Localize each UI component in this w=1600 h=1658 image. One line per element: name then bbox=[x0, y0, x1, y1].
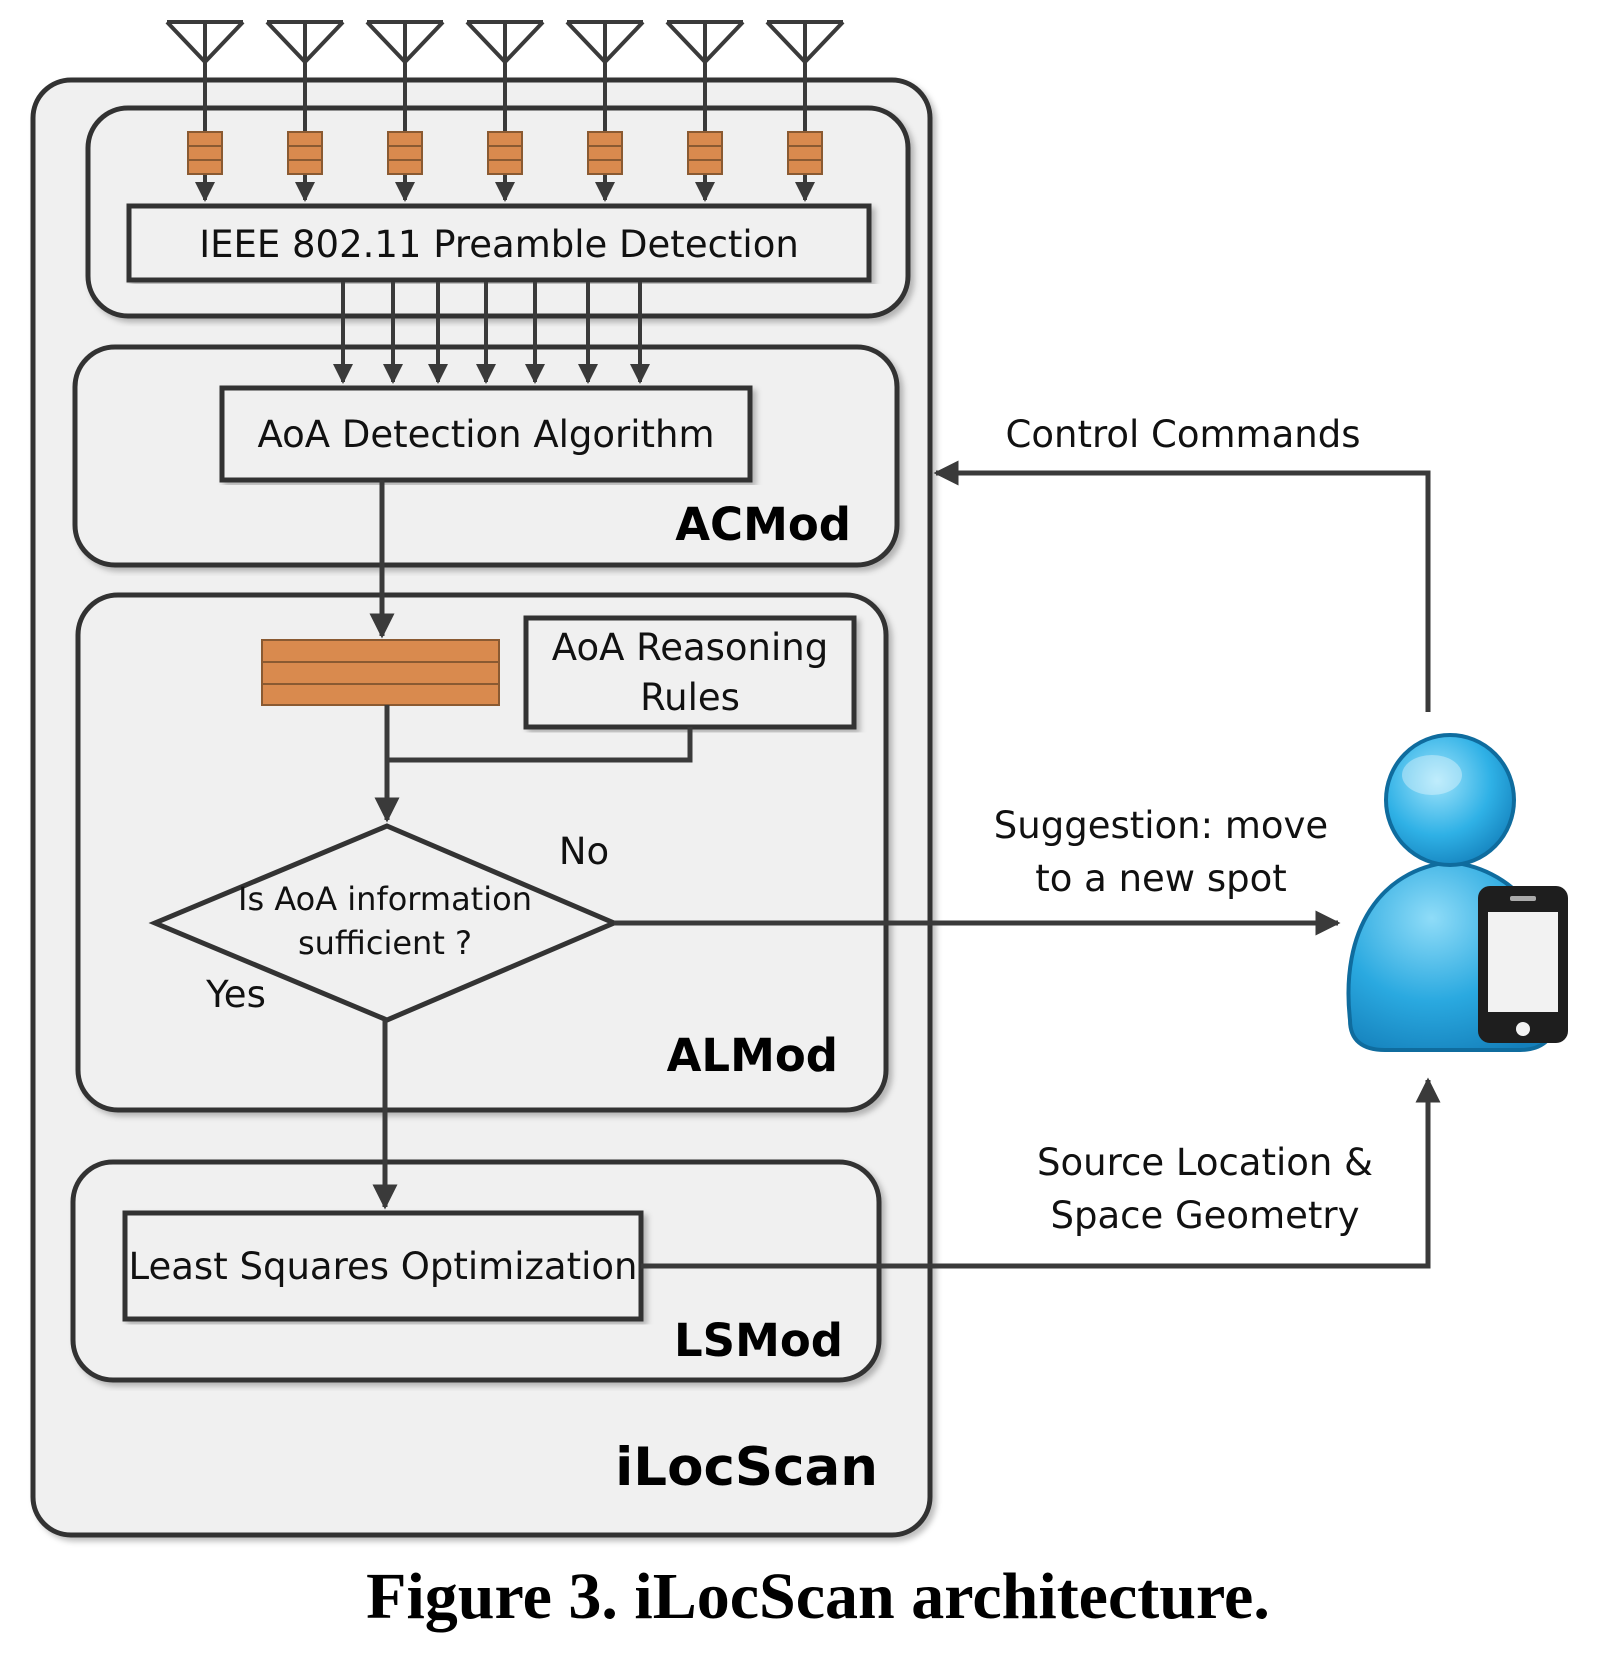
antenna-buffer bbox=[287, 131, 323, 175]
antenna-buffer bbox=[687, 131, 723, 175]
source-location-label-line1: Source Location & bbox=[1037, 1141, 1373, 1184]
aoa-buffer bbox=[261, 639, 500, 706]
ilocscan-label: iLocScan bbox=[615, 1437, 878, 1498]
decision-text-line2: sufficient ? bbox=[298, 924, 472, 962]
control-commands-label: Control Commands bbox=[1006, 413, 1361, 456]
preamble-detection-label: IEEE 802.11 Preamble Detection bbox=[199, 223, 799, 266]
antenna-buffer bbox=[587, 131, 623, 175]
reasoning-rules-label-line2: Rules bbox=[640, 676, 740, 719]
antenna-2 bbox=[265, 20, 345, 202]
decision-text-line1: Is AoA information bbox=[238, 880, 532, 918]
source-location-label-line2: Space Geometry bbox=[1050, 1194, 1359, 1237]
least-squares-label: Least Squares Optimization bbox=[129, 1245, 638, 1288]
antenna-6 bbox=[665, 20, 745, 202]
aoa-detection-label: AoA Detection Algorithm bbox=[257, 413, 714, 456]
antenna-5 bbox=[565, 20, 645, 202]
source-location-arrow bbox=[641, 1077, 1441, 1269]
antenna-buffer bbox=[787, 131, 823, 175]
preamble-output-arrows bbox=[333, 282, 650, 384]
antenna-buffer bbox=[487, 131, 523, 175]
control-commands-arrow bbox=[933, 460, 1431, 712]
lsmod-label: LSMod bbox=[674, 1314, 843, 1367]
antenna-buffer bbox=[187, 131, 223, 175]
decision-no-label: No bbox=[559, 830, 609, 873]
user-with-phone-icon bbox=[1346, 733, 1568, 1052]
preamble-detection-box bbox=[126, 203, 872, 283]
suggestion-label-line2: to a new spot bbox=[1035, 857, 1286, 900]
antenna-7 bbox=[765, 20, 845, 202]
antenna-1 bbox=[165, 20, 245, 202]
antenna-buffer bbox=[387, 131, 423, 175]
suggestion-label-line1: Suggestion: move bbox=[994, 804, 1328, 847]
decision-yes-label: Yes bbox=[205, 973, 266, 1016]
antenna-4 bbox=[465, 20, 545, 202]
figure-caption: Figure 3. iLocScan architecture. bbox=[366, 1560, 1270, 1633]
aoa-detection-box bbox=[219, 385, 753, 483]
antenna-3 bbox=[365, 20, 445, 202]
reasoning-rules-label-line1: AoA Reasoning bbox=[552, 626, 828, 669]
acmod-label: ACMod bbox=[675, 498, 851, 551]
antenna-array bbox=[165, 20, 845, 202]
almod-label: ALMod bbox=[667, 1029, 838, 1082]
rules-connector bbox=[387, 727, 693, 763]
